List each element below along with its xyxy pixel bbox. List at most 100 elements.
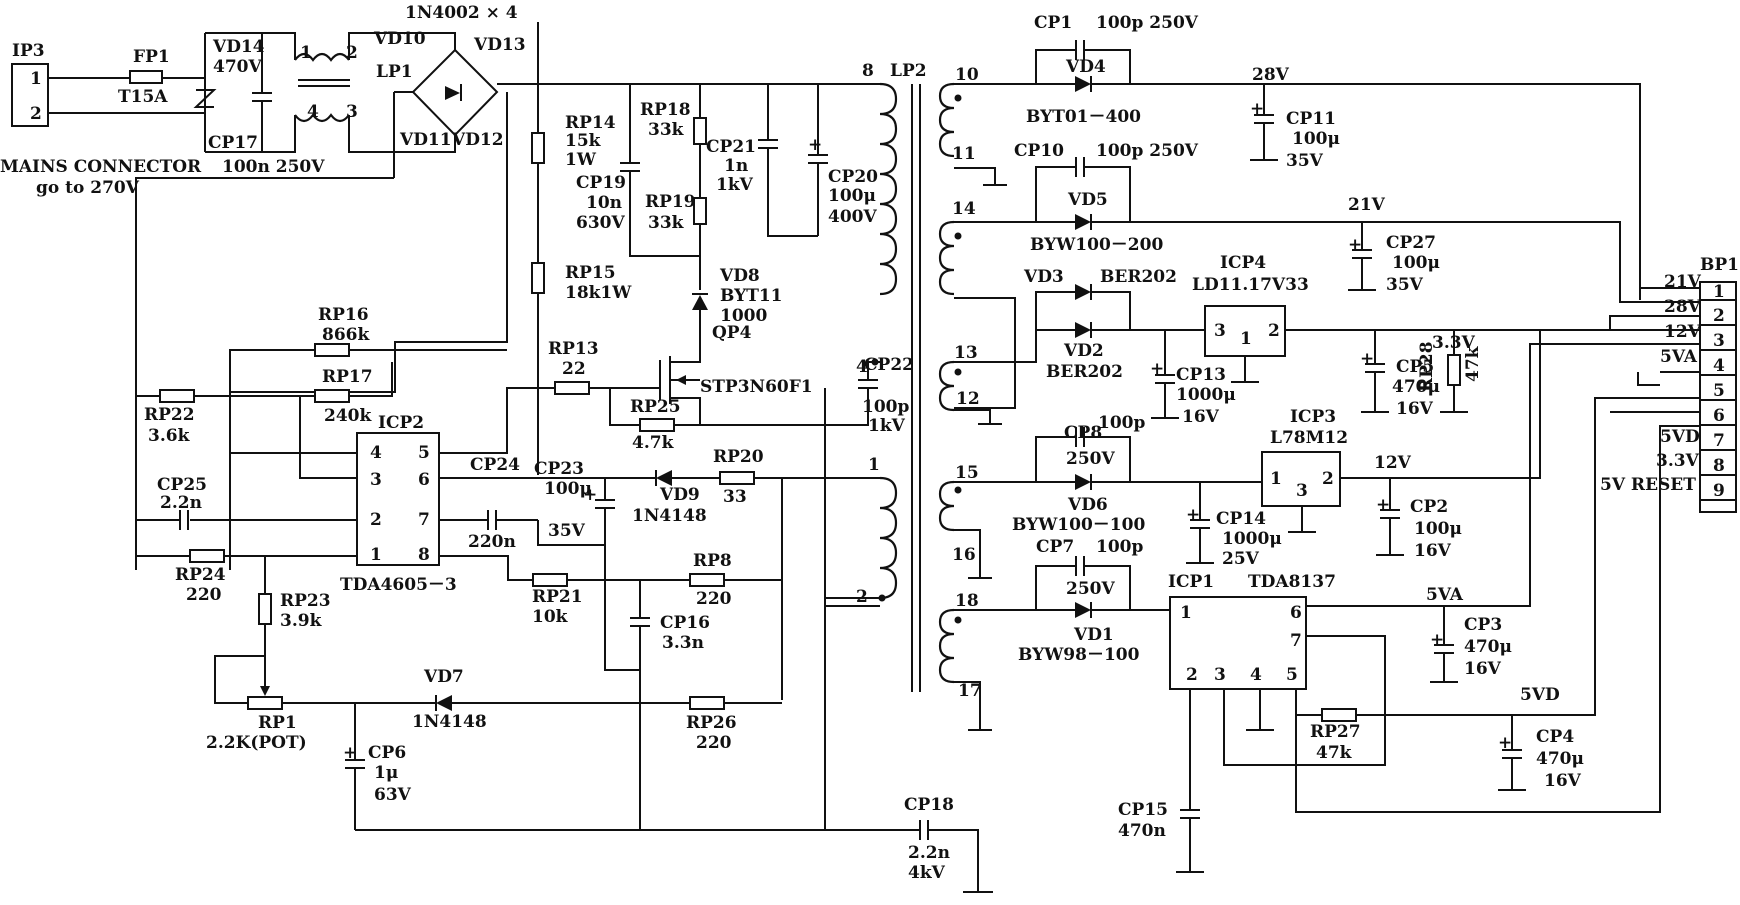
bp1-pin1: 1 <box>1713 282 1725 302</box>
cp23-plus: + <box>583 485 597 505</box>
icp2-pin8: 8 <box>418 545 430 565</box>
cp14-plus: + <box>1186 505 1200 525</box>
cp2-voltage: 16V <box>1414 541 1452 561</box>
cp14-voltage: 25V <box>1222 549 1260 569</box>
lp2-pin17: 17 <box>958 681 982 701</box>
bp1-pin5: 5 <box>1713 381 1725 401</box>
vd14-label: VD14 <box>212 37 265 57</box>
resistor-rp23 <box>258 593 272 625</box>
fuse-fp1 <box>129 70 163 84</box>
cp10-label: CP10 <box>1014 141 1064 161</box>
cp8-voltage: 250V <box>1066 449 1115 469</box>
cp6-label: CP6 <box>368 743 406 763</box>
cp17-label: CP17 <box>208 133 258 153</box>
cp3-label: CP3 <box>1464 615 1502 635</box>
winding-14 <box>938 220 955 296</box>
cp23-value: 100μ <box>544 479 592 499</box>
bp1-signal-28v: 28V <box>1664 297 1702 317</box>
bp1-signal-12v: 12V <box>1664 322 1702 342</box>
rp21-label: RP21 <box>532 587 583 607</box>
output-connector-bp1 <box>1699 281 1737 513</box>
vd7-label: VD7 <box>423 667 464 687</box>
vd6-type: BYW100－100 <box>1012 515 1145 535</box>
cp16-label: CP16 <box>660 613 710 633</box>
rp18-label: RP18 <box>640 100 691 120</box>
cp10-value: 100p 250V <box>1096 141 1199 161</box>
rp16-value: 866k <box>322 325 370 345</box>
cp25-value: 2.2n <box>160 493 202 513</box>
cp21-label: CP21 <box>706 137 756 157</box>
ic-icp2 <box>356 432 440 566</box>
rp20-value: 33 <box>723 487 747 507</box>
bp1-pin7: 7 <box>1713 431 1725 451</box>
icp2-pin7: 7 <box>418 510 430 530</box>
icp3-pin1: 1 <box>1270 469 1282 489</box>
cp8-label: CP8 <box>1064 423 1102 443</box>
rp16-label: RP16 <box>318 305 369 325</box>
icp4-pin2: 2 <box>1268 321 1280 341</box>
bridge-type: 1N4002 × 4 <box>405 3 518 23</box>
lp2-pin16: 16 <box>952 545 976 565</box>
icp2-pin6: 6 <box>418 470 430 490</box>
winding-10-11 <box>938 82 955 158</box>
icp2-pin3: 3 <box>370 470 382 490</box>
rp28-label: RP28 <box>1417 341 1437 392</box>
resistor-rp17 <box>314 389 350 403</box>
cp15-value: 470n <box>1118 821 1166 841</box>
mains-connector-title: MAINS CONNECTOR <box>0 157 202 177</box>
ip3-pin1: 1 <box>30 69 42 89</box>
rp17-value: 240k <box>324 406 372 426</box>
vd2-label: VD2 <box>1063 341 1104 361</box>
cp7-label: CP7 <box>1036 537 1074 557</box>
bp1-pin8: 8 <box>1713 456 1725 476</box>
rp27-value: 47k <box>1316 743 1353 763</box>
resistor-rp20 <box>719 471 755 485</box>
bp1-label: BP1 <box>1700 255 1739 275</box>
cp3-plus: + <box>1430 630 1444 650</box>
varistor-vd14 <box>193 89 217 108</box>
cp11-label: CP11 <box>1286 109 1336 129</box>
cp13-plus: + <box>1150 359 1164 379</box>
bp1-signal-5v-reset: 5V RESET <box>1600 475 1696 495</box>
icp2-pin5: 5 <box>418 443 430 463</box>
cp19-value: 10n <box>586 193 622 213</box>
resistor-rp22 <box>159 389 195 403</box>
primary-section: RP14 15k 1W RP15 18k1W RP18 33k RP19 33k… <box>135 84 993 893</box>
icp3-type: L78M12 <box>1270 428 1348 448</box>
cp21-value: 1n <box>724 156 748 176</box>
rp1-value: 2.2K(POT) <box>206 733 307 753</box>
cp23-voltage: 35V <box>548 521 586 541</box>
vd14-value: 470V <box>213 57 262 77</box>
resistor-rp15 <box>531 262 545 294</box>
cp18-voltage: 4kV <box>908 863 946 883</box>
cp4-plus: + <box>1498 733 1512 753</box>
cp13-label: CP13 <box>1176 365 1226 385</box>
icp2-label: ICP2 <box>378 413 424 433</box>
vd4-type: BYT01－400 <box>1026 107 1141 127</box>
bp1-pin4: 4 <box>1713 356 1725 376</box>
cp5-value: 470μ <box>1392 377 1440 397</box>
ip3-label: IP3 <box>12 41 45 61</box>
connector-bp1 <box>1699 281 1737 513</box>
rp24-value: 220 <box>186 585 222 605</box>
cp11-plus: + <box>1250 99 1264 119</box>
rp13-label: RP13 <box>548 339 599 359</box>
icp1-type: TDA8137 <box>1248 572 1336 592</box>
cp22-value: 100p <box>862 397 909 417</box>
cp8-value: 100p <box>1098 413 1145 433</box>
cp27-voltage: 35V <box>1386 275 1424 295</box>
icp1-pin3: 3 <box>1214 665 1226 685</box>
lp2-pin13: 13 <box>954 343 978 363</box>
rp23-value: 3.9k <box>280 611 323 631</box>
cp18-value: 2.2n <box>908 843 950 863</box>
lp1-pin3: 3 <box>346 102 358 122</box>
rp24-label: RP24 <box>175 565 226 585</box>
vd9-type: 1N4148 <box>632 506 707 526</box>
lp2-pin2: 2 <box>856 587 868 607</box>
cp16-value: 3.3n <box>662 633 704 653</box>
vd3-label: VD3 <box>1023 267 1064 287</box>
cp14-label: CP14 <box>1216 509 1266 529</box>
cp1-label: CP1 <box>1034 13 1072 33</box>
cp1-value: 100p 250V <box>1096 13 1199 33</box>
cp5-plus: + <box>1360 349 1374 369</box>
